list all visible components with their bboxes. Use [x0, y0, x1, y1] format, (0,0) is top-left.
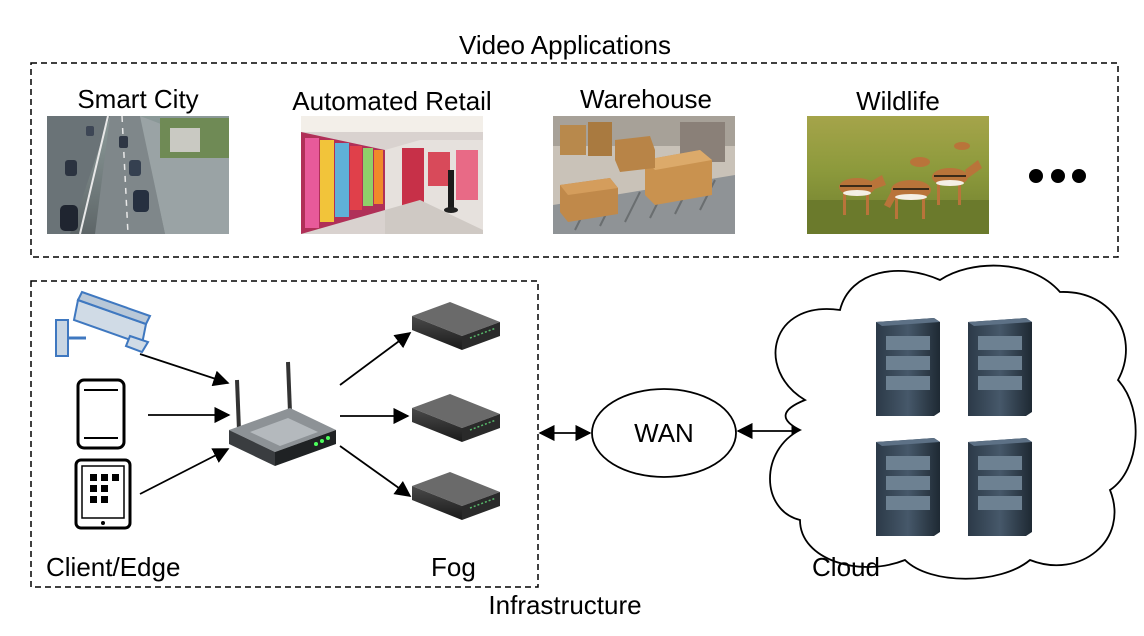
cloud-label: Cloud [812, 552, 880, 582]
app-label-wildlife: Wildlife [856, 86, 940, 116]
tablet-icon [74, 458, 132, 530]
ellipsis-icon [1029, 169, 1086, 183]
arrow-tablet-to-router [139, 448, 230, 495]
fog-node-icon [412, 472, 500, 520]
router-icon [229, 361, 336, 466]
security-camera-icon [55, 290, 152, 357]
app-label-automated-retail: Automated Retail [292, 86, 491, 116]
fog-node-icon [412, 302, 500, 350]
server-rack-icon [968, 318, 1032, 416]
cloud-shape [769, 264, 1137, 580]
applications-frame [30, 62, 1119, 258]
infrastructure-title: Infrastructure [488, 590, 641, 620]
wan-node [591, 388, 737, 478]
server-rack-icon [876, 318, 940, 416]
applications-title: Video Applications [459, 30, 671, 60]
server-rack-icon [876, 438, 940, 536]
fog-node-icon [412, 394, 500, 442]
automated-retail-image [301, 116, 483, 234]
arrow-camera-to-router [139, 353, 230, 387]
client-edge-label: Client/Edge [46, 552, 180, 582]
server-rack-icon [968, 438, 1032, 536]
warehouse-image [553, 116, 735, 234]
wan-label: WAN [634, 418, 694, 448]
wildlife-image [807, 116, 989, 234]
smart-city-image [47, 115, 229, 235]
infrastructure-frame [30, 280, 539, 588]
smartphone-icon [76, 378, 126, 450]
app-label-smart-city: Smart City [77, 84, 198, 114]
arrow-router-to-fog-1 [339, 332, 412, 386]
app-label-warehouse: Warehouse [580, 84, 712, 114]
fog-label: Fog [431, 552, 476, 582]
arrow-router-to-fog-3 [339, 445, 412, 497]
